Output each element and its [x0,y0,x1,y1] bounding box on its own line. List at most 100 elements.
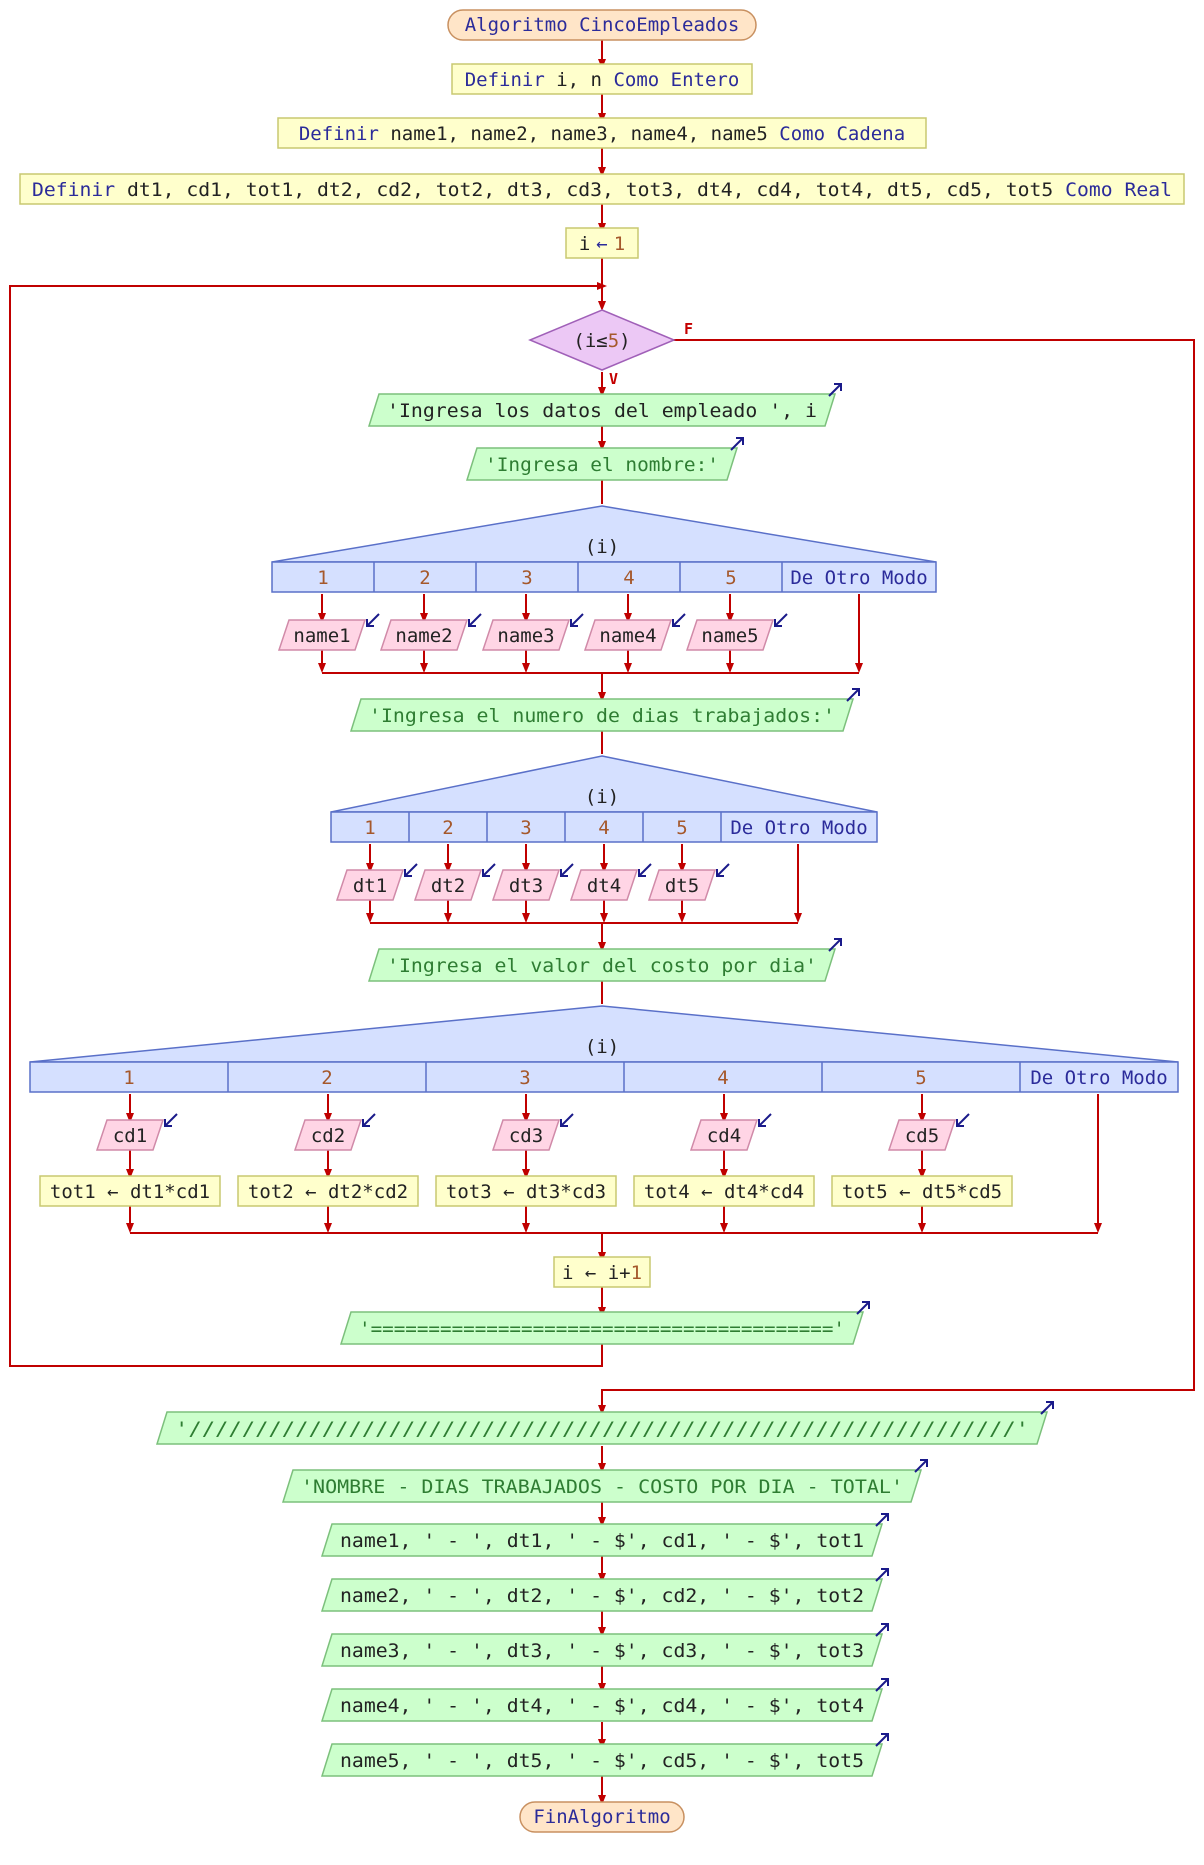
output-empleado-text: 'Ingresa los datos del empleado ', i [387,400,817,422]
start-label: Algoritmo CincoEmpleados [465,14,740,36]
assign-total-text: tot3 ← dt3*cd3 [446,1181,606,1203]
loop-condition: (i≤5) [573,330,630,352]
loop-decision: (i≤5) F V [528,309,693,388]
input-cd4: cd4 [689,1113,772,1151]
define-string-box: Definir name1, name2, name3, name4, name… [277,117,927,149]
define-int-text: Definir i, n Como Entero [465,69,740,91]
output-separator-text: '=======================================… [359,1318,845,1340]
output-costo: 'Ingresa el valor del costo por dia' [367,938,842,982]
output-arrow-icon [730,437,744,451]
true-label: V [609,370,618,388]
input-dt4-text: dt4 [587,875,621,897]
input-arrow-icon [362,1113,376,1127]
define-real-box: Definir dt1, cd1, tot1, dt2, cd2, tot2, … [19,173,1185,205]
output-separator: '=======================================… [339,1301,870,1345]
input-dt2-text: dt2 [431,875,465,897]
input-name3-text: name3 [497,625,554,647]
output-row-5-text: name5, ' - ', dt5, ' - $', cd5, ' - $', … [340,1750,864,1772]
input-arrow-icon [164,1113,178,1127]
case-label: 5 [915,1067,926,1089]
input-cd1: cd1 [95,1113,178,1151]
case-label: 1 [123,1067,134,1089]
input-arrow-icon [774,613,788,627]
connectors [9,38,1195,1805]
input-arrow-icon [570,613,584,627]
output-costo-text: 'Ingresa el valor del costo por dia' [387,955,817,977]
input-name3: name3 [481,613,584,651]
case-label: 5 [676,817,687,839]
output-arrow-icon [846,688,860,702]
init-box: i←1 [565,227,639,259]
input-name4: name4 [583,613,686,651]
output-row-2-text: name2, ' - ', dt2, ' - $', cd2, ' - $', … [340,1585,864,1607]
input-arrow-icon [468,613,482,627]
case-label: 4 [623,567,634,589]
input-name5: name5 [685,613,788,651]
input-dt1: dt1 [335,863,418,901]
case-label: 4 [717,1067,728,1089]
input-arrow-icon [716,863,730,877]
output-header: 'NOMBRE - DIAS TRABAJADOS - COSTO POR DI… [281,1459,928,1503]
case-label: 2 [442,817,453,839]
output-row-4: name4, ' - ', dt4, ' - $', cd4, ' - $', … [320,1678,889,1722]
output-row-2: name2, ' - ', dt2, ' - $', cd2, ' - $', … [320,1568,889,1612]
input-dt3: dt3 [491,863,574,901]
output-row-5: name5, ' - ', dt5, ' - $', cd5, ' - $', … [320,1733,889,1777]
assign-total-text: tot2 ← dt2*cd2 [248,1181,408,1203]
start-terminal: Algoritmo CincoEmpleados [447,9,757,41]
output-slashes: '///////////////////////////////////////… [155,1401,1054,1445]
case-label: 3 [519,1067,530,1089]
input-dt5: dt5 [647,863,730,901]
false-label: F [684,320,693,338]
input-cd3: cd3 [491,1113,574,1151]
output-row-3: name3, ' - ', dt3, ' - $', cd3, ' - $', … [320,1623,889,1667]
input-arrow-icon [560,863,574,877]
assign-total-1: tot1 ← dt1*cd1 [39,1175,221,1207]
case-label: 1 [364,817,375,839]
input-name2-text: name2 [395,625,452,647]
output-arrow-icon [828,938,842,952]
increment-text: i ← i+1 [562,1262,642,1284]
input-cd3-text: cd3 [509,1125,543,1147]
input-name1-text: name1 [293,625,350,647]
input-dt3-text: dt3 [509,875,543,897]
input-arrow-icon [560,1113,574,1127]
input-cd2-text: cd2 [311,1125,345,1147]
output-arrow-icon [828,383,842,397]
output-arrow-icon [856,1301,870,1315]
case-label: 3 [520,817,531,839]
input-dt4: dt4 [569,863,652,901]
case-label: 5 [725,567,736,589]
end-label: FinAlgoritmo [533,1806,670,1828]
case-label: 3 [521,567,532,589]
output-dias: 'Ingresa el numero de dias trabajados:' [349,688,860,732]
input-dt2: dt2 [413,863,496,901]
assign-total-3: tot3 ← dt3*cd3 [435,1175,617,1207]
input-cd5-text: cd5 [905,1125,939,1147]
output-row-4-text: name4, ' - ', dt4, ' - $', cd4, ' - $', … [340,1695,864,1717]
default-case-label: De Otro Modo [790,567,927,589]
output-dias-text: 'Ingresa el numero de dias trabajados:' [369,705,835,727]
input-arrow-icon [404,863,418,877]
input-arrow-icon [638,863,652,877]
input-cd4-text: cd4 [707,1125,741,1147]
define-int-box: Definir i, n Como Entero [451,63,753,95]
output-arrow-icon [1040,1401,1054,1415]
output-arrow-icon [875,1568,889,1582]
input-cd5: cd5 [887,1113,970,1151]
input-name5-text: name5 [701,625,758,647]
assign-total-text: tot5 ← dt5*cd5 [842,1181,1002,1203]
input-name4-text: name4 [599,625,656,647]
input-arrow-icon [672,613,686,627]
increment-box: i ← i+1 [553,1256,651,1288]
input-dt1-text: dt1 [353,875,387,897]
output-row-1: name1, ' - ', dt1, ' - $', cd1, ' - $', … [320,1513,889,1557]
output-row-1-text: name1, ' - ', dt1, ' - $', cd1, ' - $', … [340,1530,864,1552]
output-arrow-icon [875,1513,889,1527]
input-dt5-text: dt5 [665,875,699,897]
